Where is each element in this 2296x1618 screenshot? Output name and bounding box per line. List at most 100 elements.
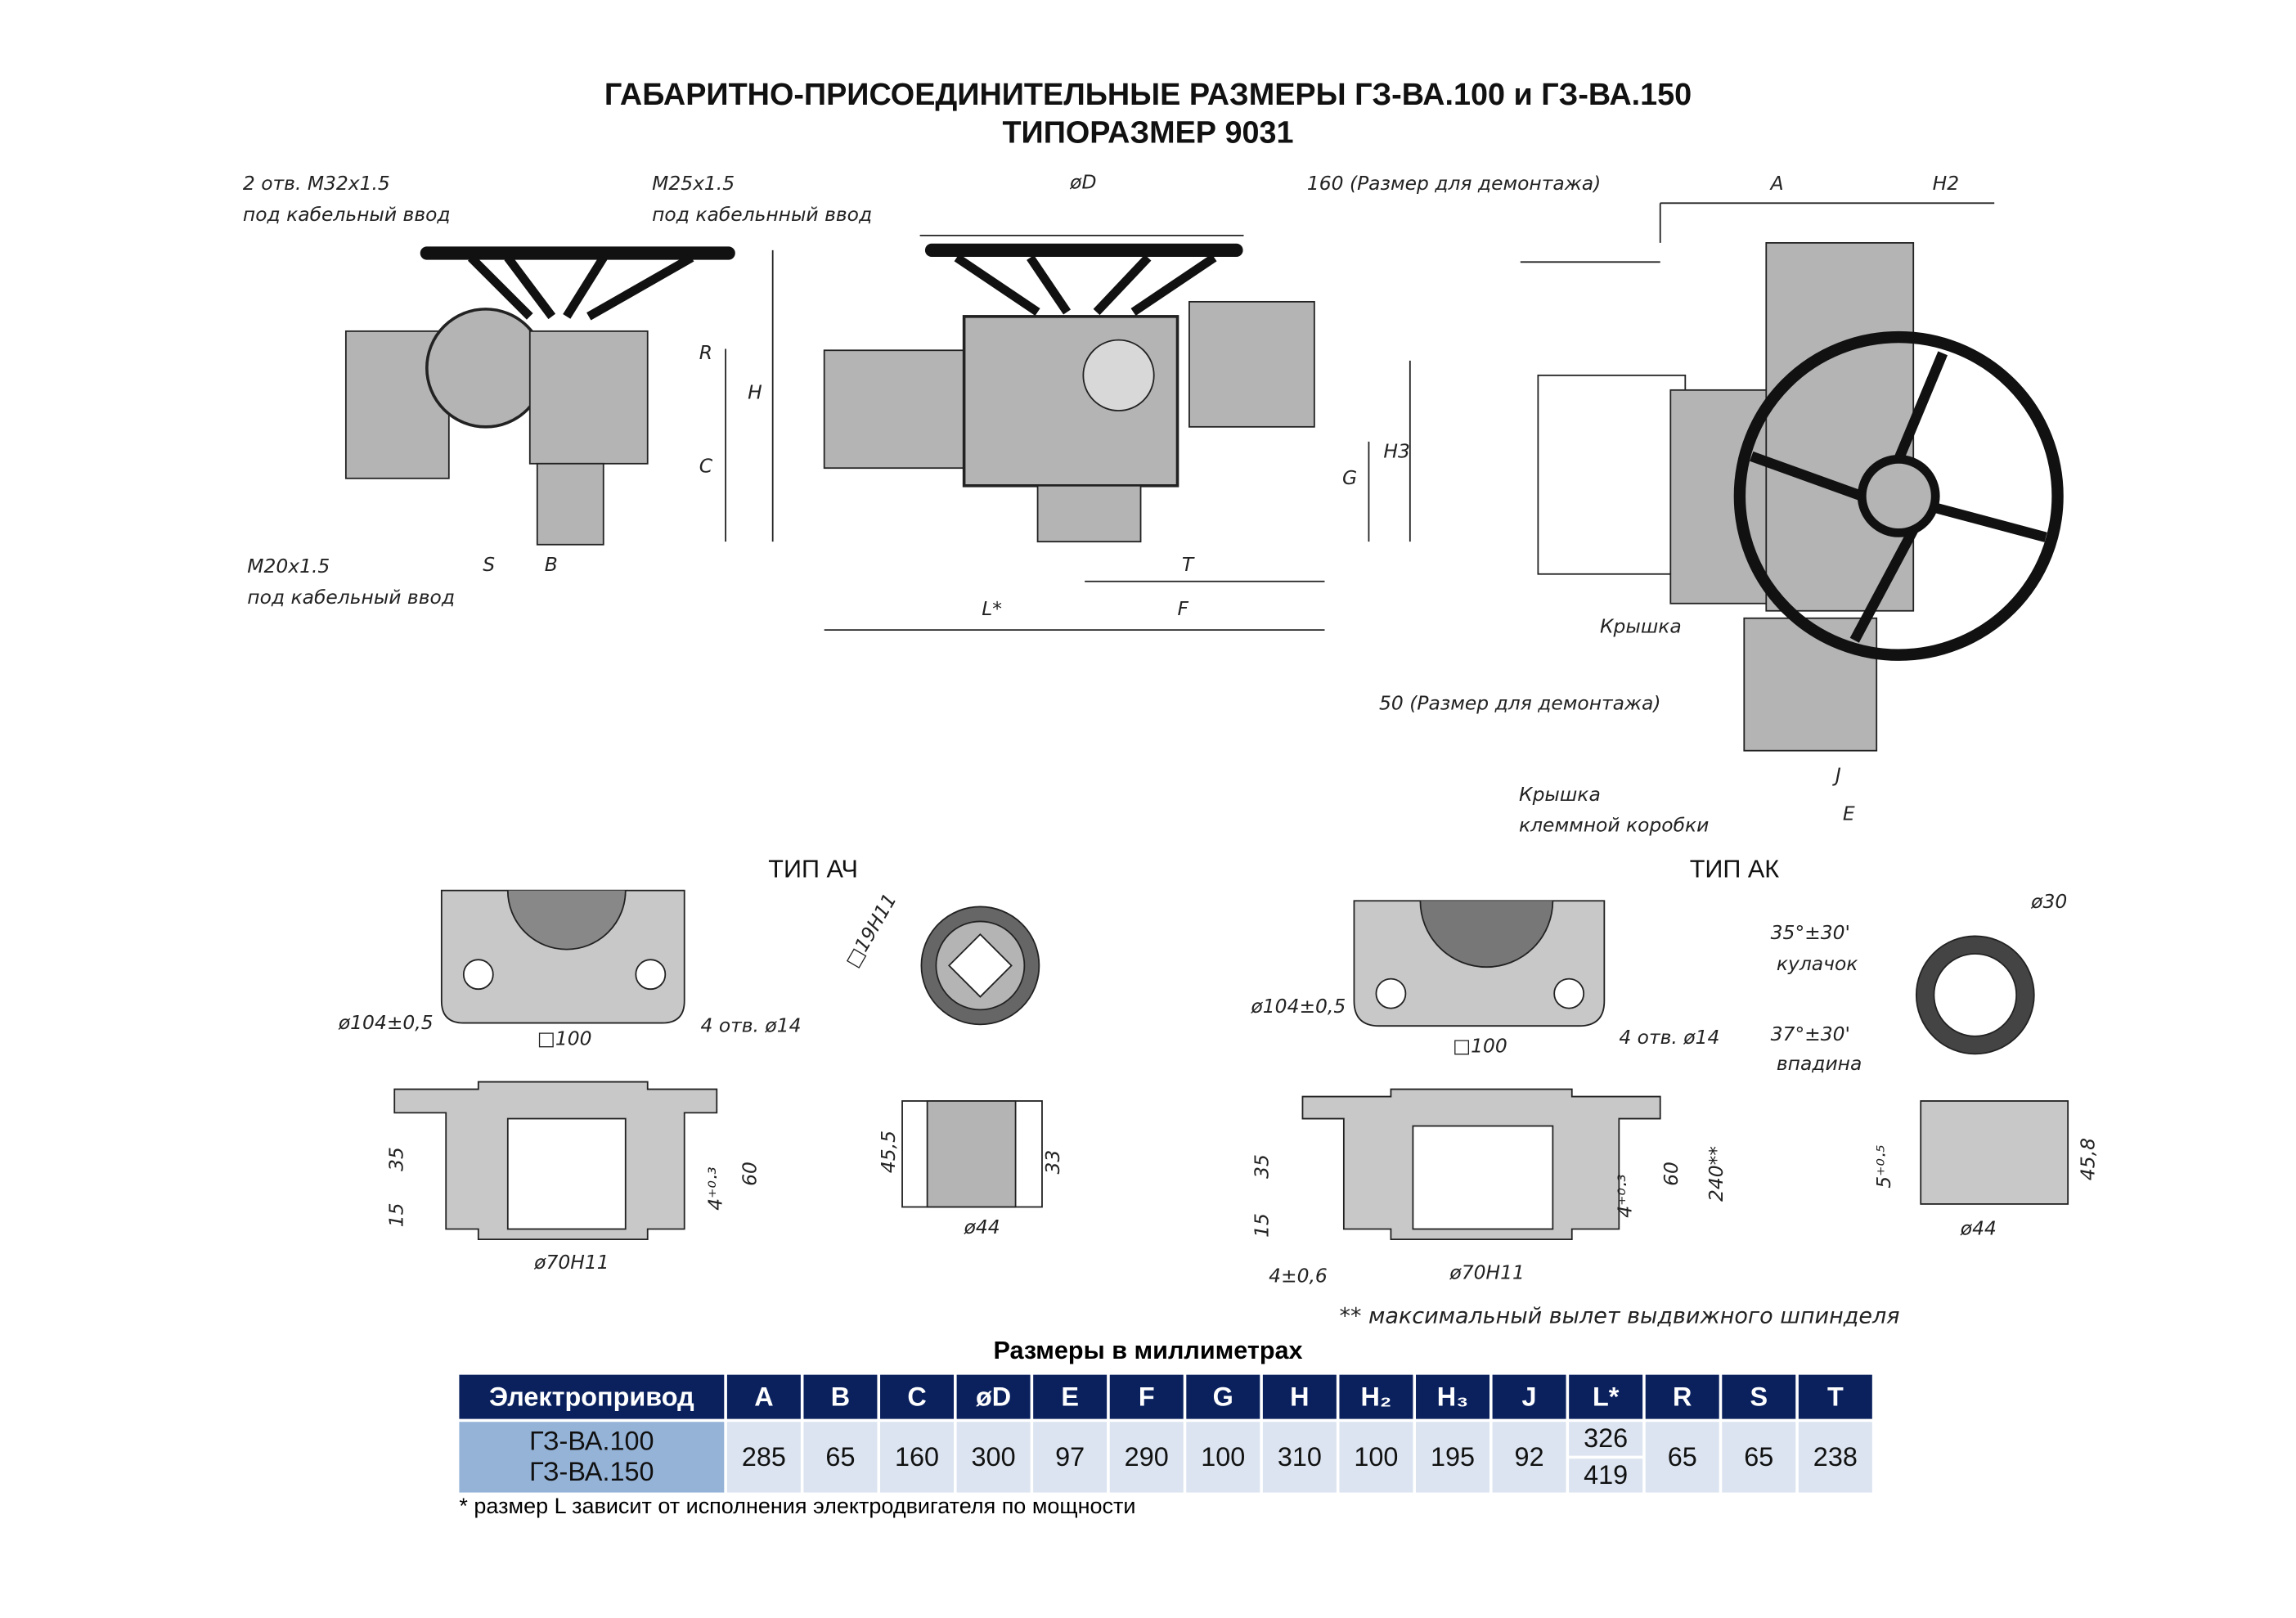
table-caption: Размеры в миллиметрах: [993, 1336, 1303, 1365]
ak-cam: 35°±30': [1770, 923, 1850, 946]
ak-60: 60: [1661, 1162, 1684, 1186]
dim-t: T: [1181, 555, 1194, 578]
col-header: T: [1798, 1374, 1872, 1419]
ach-d44: ø44: [964, 1217, 1000, 1240]
value-h2: 100: [1339, 1422, 1413, 1493]
ach-35: 35: [386, 1147, 409, 1171]
col-header: E: [1033, 1374, 1108, 1419]
value-b: 65: [803, 1422, 878, 1493]
label-m20-sub: под кабельный ввод: [247, 587, 456, 609]
ach-15: 15: [386, 1202, 409, 1228]
col-header: B: [803, 1374, 878, 1419]
ak-406: 4±0,6: [1269, 1265, 1328, 1288]
ak-groove-sub: впадина: [1776, 1054, 1862, 1076]
ak-4: 4⁺⁰·³: [1615, 1174, 1638, 1218]
label-m25: М25х1.5: [652, 173, 735, 196]
ak-240: 240**: [1706, 1145, 1729, 1202]
dim-f: F: [1177, 599, 1188, 622]
label-cover: Крышка: [1599, 616, 1682, 639]
label-m32: 2 отв. М32х1.5: [242, 173, 390, 196]
col-header: R: [1645, 1374, 1719, 1419]
value-l-2: 419: [1584, 1460, 1629, 1490]
dim-l: L*: [982, 599, 1002, 622]
top-view: [1520, 202, 2064, 752]
value-l-1: 326: [1569, 1422, 1643, 1459]
ak-d44: ø44: [1960, 1218, 1997, 1241]
value-h: 310: [1262, 1422, 1337, 1493]
col-header: A: [726, 1374, 801, 1419]
col-header: øD: [956, 1374, 1031, 1419]
ak-458: 45,8: [2078, 1137, 2101, 1181]
col-header: F: [1109, 1374, 1184, 1419]
ach-d104: ø104±0,5: [338, 1012, 434, 1035]
ak-holes: 4 отв. ø14: [1619, 1027, 1720, 1049]
dim-g: G: [1342, 468, 1358, 491]
value-h3: 195: [1416, 1422, 1489, 1493]
ak-5: 5⁺⁰·⁵: [1874, 1144, 1897, 1189]
ak-sq100: □100: [1453, 1036, 1507, 1058]
ak-d104: ø104±0,5: [1251, 996, 1346, 1019]
label-m25-sub: под кабельнный ввод: [652, 204, 873, 227]
value-t: 238: [1798, 1422, 1872, 1493]
ak-cam-sub: кулачок: [1776, 954, 1858, 977]
dim-c: C: [699, 456, 713, 479]
col-header: L*: [1569, 1374, 1643, 1419]
value-d: 300: [956, 1422, 1031, 1493]
value-j: 92: [1492, 1422, 1566, 1493]
dim-j: J: [1835, 765, 1841, 788]
model-name: ГЗ-ВА.100: [529, 1426, 654, 1456]
value-s: 65: [1722, 1422, 1796, 1493]
dim-d: øD: [1070, 172, 1097, 195]
ach-sq100: □100: [537, 1028, 592, 1051]
ak-groove: 37°±30': [1770, 1024, 1850, 1047]
col-header: S: [1722, 1374, 1796, 1419]
ach-33: 33: [1043, 1149, 1066, 1175]
col-header: C: [880, 1374, 955, 1419]
col-header: Электропривод: [459, 1374, 725, 1419]
col-header: J: [1492, 1374, 1566, 1419]
value-e: 97: [1033, 1422, 1108, 1493]
dim-h: H: [748, 382, 762, 405]
label-m32-sub: под кабельный ввод: [242, 204, 451, 227]
value-f: 290: [1109, 1422, 1184, 1493]
dim-160: 160 (Размер для демонтажа): [1306, 173, 1602, 196]
ach-holes: 4 отв. ø14: [700, 1015, 802, 1038]
value-g: 100: [1186, 1422, 1260, 1493]
ach-d70: ø70Н11: [534, 1252, 609, 1275]
ak-d70: ø70Н11: [1449, 1262, 1525, 1285]
dim-r: R: [699, 343, 712, 366]
type-ak-title: ТИП АК: [1689, 855, 1780, 883]
label-m20: М20х1.5: [247, 556, 330, 579]
dim-h2: H2: [1932, 173, 1960, 196]
col-header: H: [1262, 1374, 1337, 1419]
title-line-1: ГАБАРИТНО-ПРИСОЕДИНИТЕЛЬНЫЕ РАЗМЕРЫ ГЗ-В…: [604, 78, 1692, 112]
ak-d30: ø30: [2031, 892, 2068, 915]
col-header: G: [1186, 1374, 1260, 1419]
ak-15: 15: [1251, 1213, 1274, 1238]
dim-50: 50 (Размер для демонтажа): [1379, 693, 1661, 716]
front-view: [823, 235, 1411, 631]
side-view-left: [344, 246, 774, 546]
col-header: H₂: [1339, 1374, 1413, 1419]
type-ach-title: ТИП АЧ: [768, 855, 858, 883]
ak-35: 35: [1251, 1154, 1274, 1179]
table-footnote: * размер L зависит от исполнения электро…: [459, 1494, 1136, 1519]
value-r: 65: [1645, 1422, 1719, 1493]
type-ach-views: [393, 889, 1043, 1240]
dim-s: S: [483, 555, 496, 578]
dim-b: B: [544, 555, 558, 578]
label-terminal-cover: Крышка: [1518, 784, 1601, 807]
dim-h3: H3: [1383, 441, 1410, 464]
ach-60: 60: [739, 1162, 762, 1186]
model-name: ГЗ-ВА.150: [529, 1457, 654, 1487]
ach-455: 45,5: [878, 1130, 901, 1174]
value-c: 160: [880, 1422, 955, 1493]
ak-note: ** максимальный вылет выдвижного шпиндел…: [1339, 1302, 1900, 1329]
col-header: H₃: [1416, 1374, 1489, 1419]
value-a: 285: [726, 1422, 801, 1493]
dimensions-table: Электропривод A B C øD E F G H H₂ H₃ J L…: [456, 1372, 1876, 1495]
